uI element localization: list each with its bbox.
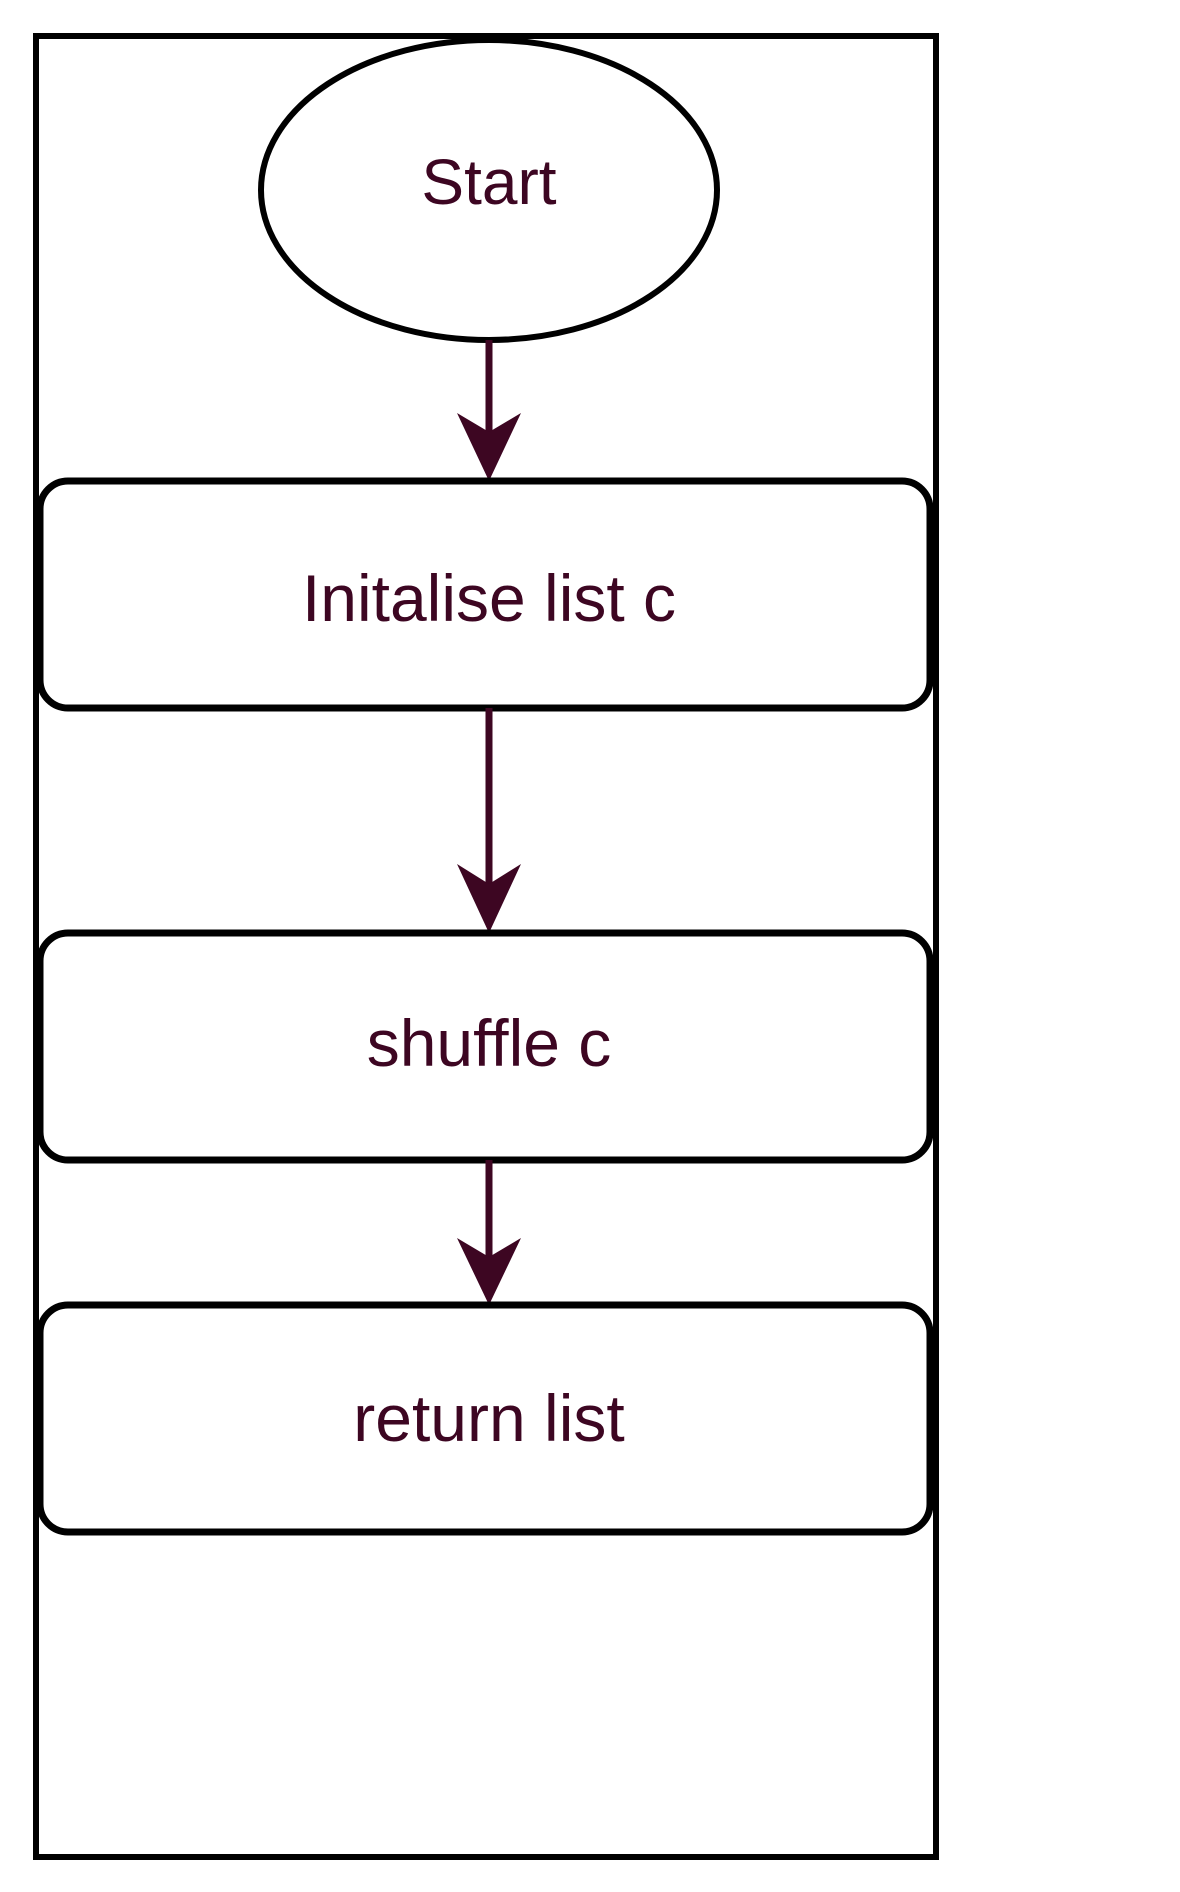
edge-start-to-init <box>457 340 521 481</box>
diagram-frame <box>33 33 939 1860</box>
node-shuffle[interactable] <box>40 933 930 1160</box>
arrow-down-icon <box>457 1238 521 1305</box>
node-init[interactable] <box>40 481 930 708</box>
node-init-label: Initalise list c <box>301 561 677 635</box>
node-shuffle-shape[interactable] <box>36 929 934 1164</box>
arrow-down-icon <box>457 864 521 933</box>
edge-init-to-shuffle <box>457 708 521 933</box>
node-start[interactable] <box>258 40 720 340</box>
node-start-label: Start <box>421 146 557 218</box>
node-return-label: return list <box>353 1381 625 1455</box>
node-shuffle-label: shuffle c <box>366 1006 612 1080</box>
arrow-down-icon <box>457 413 521 481</box>
edge-shuffle-to-return <box>457 1160 521 1305</box>
node-return-shape[interactable] <box>36 1301 934 1536</box>
node-init-shape[interactable] <box>36 477 934 712</box>
node-return[interactable] <box>40 1305 930 1532</box>
